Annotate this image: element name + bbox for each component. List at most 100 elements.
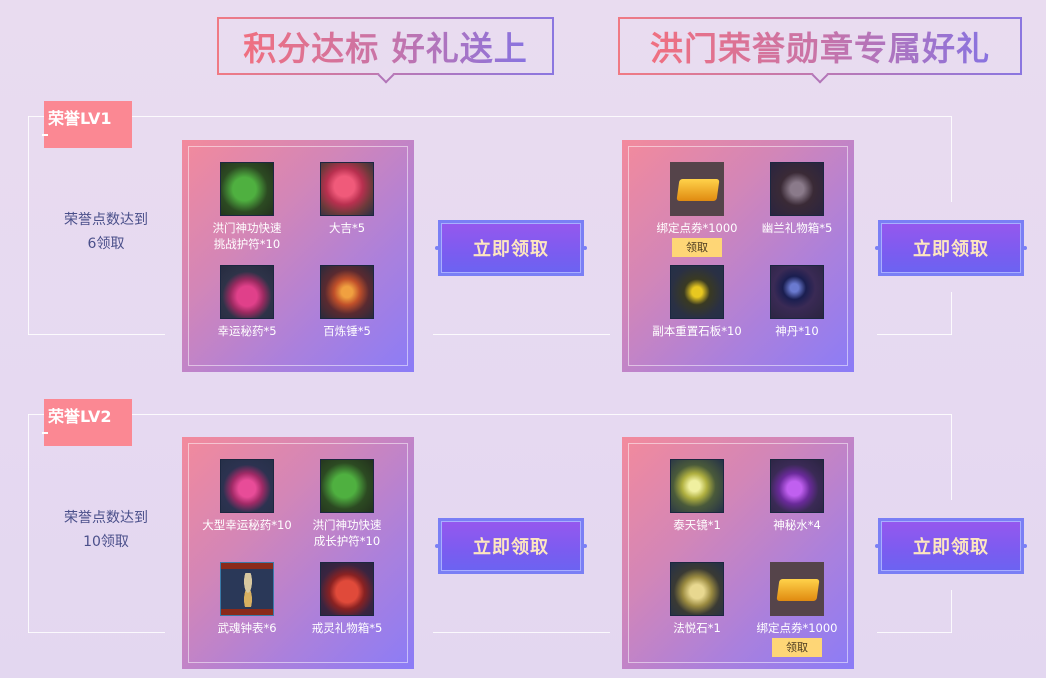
claim-button-face: 立即领取 [441,521,581,571]
banner-medal-reward-text: 洪门荣誉勋章专属好礼 [650,22,990,70]
frame-line [951,414,952,500]
tag-dash [42,134,48,136]
fayue-stone-icon [670,562,724,616]
gift-box-border [628,443,848,663]
reward-item: 洪门神功快速 成长护符*10 [292,459,402,549]
reward-item: 戒灵礼物箱*5 [292,562,402,636]
item-name: 绑定点券*1000 [656,221,738,235]
button-dot [583,544,587,548]
gift-box-border [628,146,848,366]
button-dot [1023,544,1027,548]
mystic-water-flask-icon [770,459,824,513]
item-name: 副本重置石板*10 [652,324,742,338]
frame-line [877,334,952,335]
reward-item: 百炼锤*5 [292,265,402,339]
level-tag-lv1: 荣誉LV1 [42,101,132,148]
item-name: 武魂钟表*6 [217,621,277,635]
claim-button-face: 立即领取 [881,521,1021,571]
item-name: 绑定点券*1000 [756,621,838,635]
forging-hammer-icon [320,265,374,319]
red-gift-chest-icon [320,562,374,616]
claim-button-label: 立即领取 [913,239,989,260]
button-dot [435,246,439,250]
reward-item: 幽兰礼物箱*5 [742,162,852,236]
reward-item: 大吉*5 [292,162,402,236]
condition-text-lv1: 荣誉点数达到 6领取 [30,208,182,256]
frame-line [28,116,29,335]
condition-line: 6领取 [87,236,125,252]
reward-item: 泰天镜*1 [642,459,752,533]
claim-button-medal-lv1[interactable]: 立即领取 [875,220,1027,276]
gift-box-points-lv2: 大型幸运秘药*10 洪门神功快速 成长护符*10 武魂钟表*6 戒灵礼物箱*5 [182,437,414,669]
large-luck-potion-icon [220,459,274,513]
frame-line [877,632,952,633]
claim-button-points-lv1[interactable]: 立即领取 [435,220,587,276]
item-name: 神秘水*4 [773,518,821,532]
frame-line [28,632,165,633]
frame-line [951,292,952,335]
reward-item: 法悦石*1 [642,562,752,636]
banner-points-reward: 积分达标 好礼送上 [217,17,554,84]
reward-item: 神丹*10 [742,265,852,339]
banner-points-reward-text: 积分达标 好礼送上 [243,22,528,70]
voucher-shape [776,579,820,601]
banner-medal-reward: 洪门荣誉勋章专属好礼 [618,17,1022,84]
item-name: 神丹*10 [775,324,819,338]
item-name: 幸运秘药*5 [217,324,277,338]
claim-badge[interactable]: 领取 [672,238,722,257]
orchid-gift-chest-icon [770,162,824,216]
claim-button-label: 立即领取 [473,239,549,260]
reward-item: 幸运秘药*5 [192,265,302,339]
button-dot [1023,246,1027,250]
hourglass-icon [220,562,274,616]
frame-line [951,590,952,633]
reward-item: 副本重置石板*10 [642,265,752,339]
item-name: 百炼锤*5 [323,324,371,338]
level-tag-lv2: 荣誉LV2 [42,399,132,446]
gift-box-border [188,443,408,663]
reward-item: 大型幸运秘药*10 [192,459,302,533]
tag-dash [42,432,48,434]
claim-button-medal-lv2[interactable]: 立即领取 [875,518,1027,574]
condition-line: 荣誉点数达到 [64,212,148,228]
point-voucher-icon [670,162,724,216]
claim-button-points-lv2[interactable]: 立即领取 [435,518,587,574]
dungeon-reset-tablet-icon [670,265,724,319]
button-dot [875,246,879,250]
button-dot [875,544,879,548]
condition-line: 荣誉点数达到 [64,510,148,526]
frame-line [28,414,951,415]
reward-item: 洪门神功快速 挑战护符*10 [192,162,302,252]
reward-item: 绑定点券*1000 领取 [742,562,852,657]
voucher-shape [676,179,720,201]
amulet-green-icon [220,162,274,216]
taitian-mirror-icon [670,459,724,513]
reward-item: 绑定点券*1000 领取 [642,162,752,257]
pink-potion-jar-icon [220,265,274,319]
claim-button-face: 立即领取 [441,223,581,273]
frame-line [433,632,610,633]
condition-line: 10领取 [83,534,129,550]
daji-red-charm-icon [320,162,374,216]
button-dot [583,246,587,250]
button-dot [435,544,439,548]
level-tag-label: 荣誉LV2 [48,407,112,426]
item-name: 幽兰礼物箱*5 [761,221,833,235]
claim-badge[interactable]: 领取 [772,638,822,657]
hourglass-sand [239,573,257,607]
amulet-green-icon [320,459,374,513]
item-name: 大型幸运秘药*10 [202,518,292,532]
item-name: 泰天镜*1 [673,518,721,532]
frame-line [28,414,29,633]
reward-item: 武魂钟表*6 [192,562,302,636]
claim-button-face: 立即领取 [881,223,1021,273]
frame-line [433,334,610,335]
frame-line [951,116,952,202]
item-name: 洪门神功快速 成长护符*10 [312,518,382,548]
gift-box-points-lv1: 洪门神功快速 挑战护符*10 大吉*5 幸运秘药*5 百炼锤*5 [182,140,414,372]
reward-item: 神秘水*4 [742,459,852,533]
level-tag-label: 荣誉LV1 [48,109,112,128]
condition-text-lv2: 荣誉点数达到 10领取 [30,506,182,554]
gift-box-medal-lv2: 泰天镜*1 神秘水*4 法悦石*1 绑定点券*1000 领取 [622,437,854,669]
claim-button-label: 立即领取 [473,537,549,558]
